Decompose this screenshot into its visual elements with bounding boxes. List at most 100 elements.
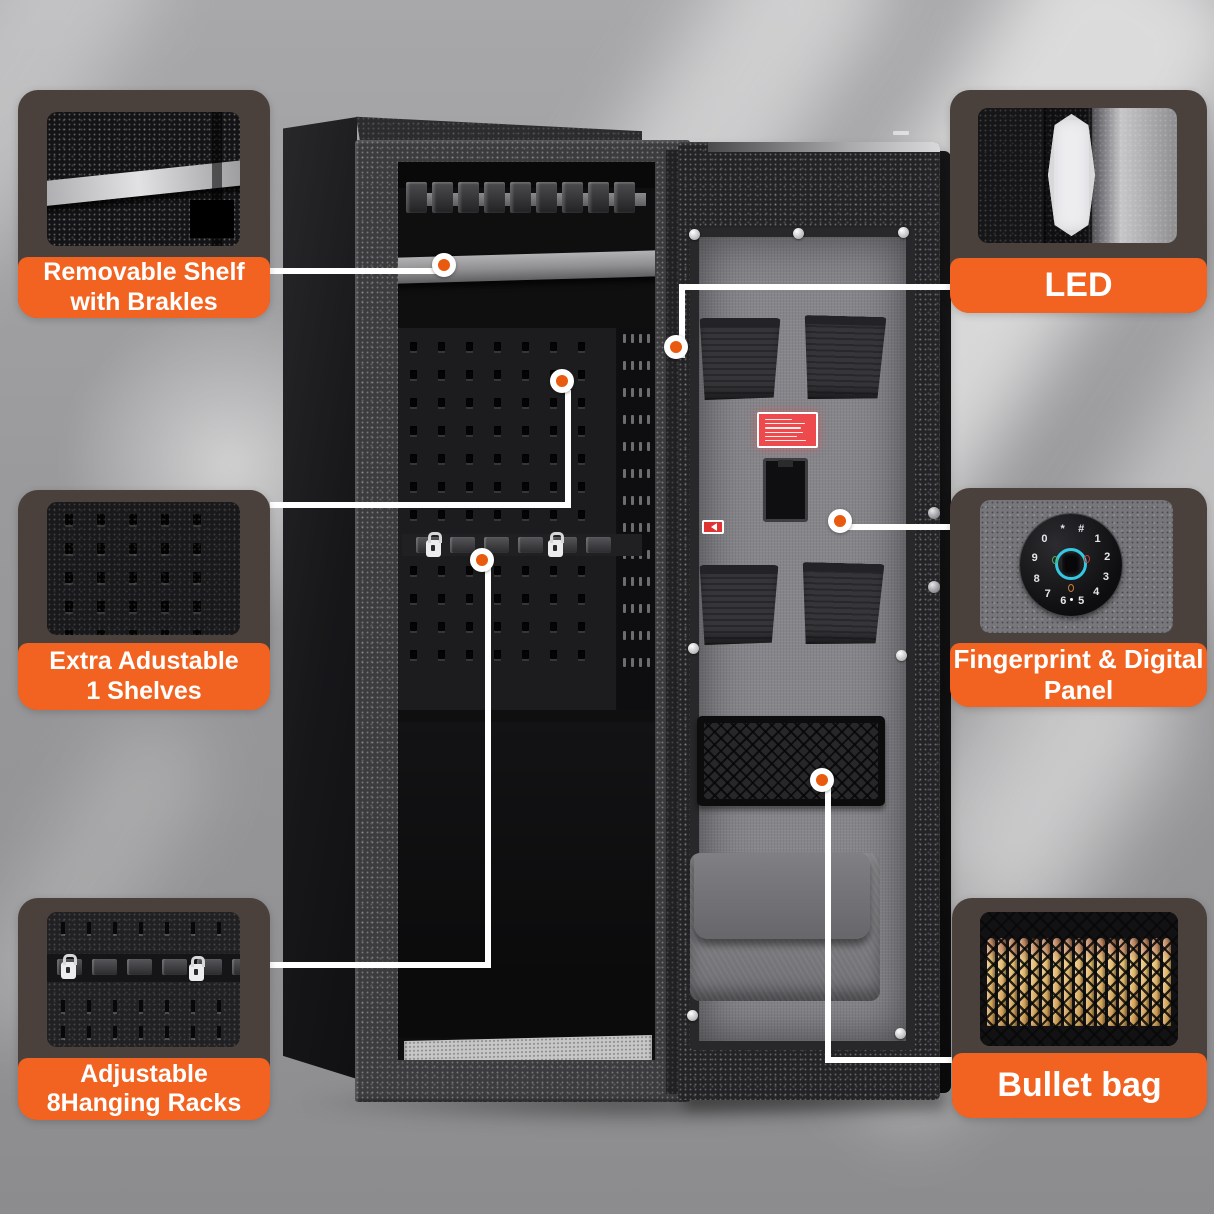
leader-line-bullet-bag	[825, 786, 831, 1063]
safe-interior	[398, 162, 655, 1060]
keypad-key: 7	[1044, 587, 1051, 600]
hole-decor	[522, 370, 529, 379]
rseg-decor	[518, 537, 543, 553]
rseg-decor	[450, 537, 475, 553]
keypad-key: 4	[1093, 586, 1100, 599]
safe-front-frame	[355, 140, 690, 1102]
hole-decor	[522, 650, 529, 659]
dash3-decor	[139, 1000, 143, 1012]
hole-decor	[494, 482, 501, 491]
keypad-key: 2	[1104, 551, 1111, 564]
hole2-decor	[161, 514, 169, 525]
dash3-decor	[61, 922, 65, 934]
hole-decor	[578, 650, 585, 659]
wl-decor	[765, 439, 806, 442]
hole-decor	[522, 398, 529, 407]
hole-decor	[578, 622, 585, 631]
label-line: LED	[1044, 266, 1113, 305]
dash-decor	[631, 523, 634, 532]
hole-decor	[494, 342, 501, 351]
hole-decor	[494, 426, 501, 435]
hole2-decor	[97, 572, 105, 583]
dash-decor	[639, 577, 642, 586]
callout-card-removable-shelf: Removable Shelf with Brakles	[18, 90, 270, 318]
leader-line-bullet-bag	[825, 1057, 952, 1063]
hole-decor	[410, 342, 417, 351]
hole2-decor	[65, 572, 73, 583]
hole2-decor	[161, 630, 169, 635]
rblock-decor	[614, 182, 635, 213]
lock-clip-icon	[61, 954, 77, 979]
screw-icon	[898, 227, 909, 238]
dash-decor	[631, 415, 634, 424]
dash3-decor	[87, 1000, 91, 1012]
hole-decor	[438, 426, 445, 435]
rseg-decor	[232, 959, 240, 975]
mesh-overlay	[980, 912, 1178, 1046]
screw-icon	[688, 643, 699, 654]
rseg-decor	[92, 959, 117, 975]
hole-decor	[466, 482, 473, 491]
dash-decor	[647, 469, 650, 478]
dash-decor	[623, 361, 626, 370]
leader-line-removable-shelf	[270, 268, 452, 274]
dash-decor	[639, 442, 642, 451]
hole-decor	[550, 650, 557, 659]
callout-label-extra-shelves: Extra Adustable 1 Shelves	[18, 643, 270, 710]
hole-decor	[550, 454, 557, 463]
hole-decor	[550, 426, 557, 435]
hole-decor	[438, 342, 445, 351]
unlock-green-icon	[1052, 556, 1058, 564]
hole-decor	[550, 342, 557, 351]
hole-decor	[410, 594, 417, 603]
keypad-key: 8	[1033, 572, 1040, 585]
wl-decor	[765, 427, 801, 429]
callout-card-bullet-bag: Bullet bag	[952, 898, 1207, 1118]
screw-icon	[895, 1028, 906, 1039]
hole-decor	[438, 566, 445, 575]
dash-decor	[631, 604, 634, 613]
dash-decor	[631, 361, 634, 370]
hole-decor	[578, 510, 585, 519]
keypad-key: 0	[1041, 533, 1048, 546]
dash-decor	[631, 577, 634, 586]
marker-fingerprint	[828, 509, 852, 533]
dash-decor	[623, 388, 626, 397]
screw-icon	[689, 229, 700, 240]
hole-decor	[550, 622, 557, 631]
rseg-decor	[127, 959, 152, 975]
lock-clip-icon	[548, 532, 564, 557]
hole-decor	[438, 454, 445, 463]
hole-decor	[550, 398, 557, 407]
marker-removable-shelf	[432, 253, 456, 277]
label-line: Removable Shelf	[43, 258, 245, 286]
safe-door	[678, 142, 940, 1100]
dash-decor	[639, 469, 642, 478]
dash3-decor	[139, 1026, 143, 1038]
hole-decor	[578, 398, 585, 407]
hole-decor	[494, 650, 501, 659]
hole2-decor	[161, 601, 169, 612]
rblock-decor	[536, 182, 557, 213]
doorbell-orange-icon	[1068, 584, 1074, 592]
shelf-photo-shading	[212, 112, 222, 246]
shelf-photo-shading	[190, 200, 234, 238]
hole2-decor	[129, 601, 137, 612]
hole-decor	[522, 342, 529, 351]
hanging-rack-segments	[416, 537, 611, 553]
leader-line-extra-shelves	[270, 502, 571, 508]
keypad-key: 1	[1094, 533, 1101, 546]
hole-decor	[466, 594, 473, 603]
wl-decor	[765, 431, 803, 433]
warning-label	[757, 412, 818, 448]
hole-decor	[578, 370, 585, 379]
leader-line-led	[679, 284, 685, 358]
hole-decor	[410, 650, 417, 659]
rseg-decor	[586, 537, 611, 553]
marker-extra-shelves	[550, 369, 574, 393]
hole2-decor	[193, 543, 201, 554]
interior-lower-cavity	[398, 722, 655, 1038]
door-pocket	[699, 318, 781, 400]
